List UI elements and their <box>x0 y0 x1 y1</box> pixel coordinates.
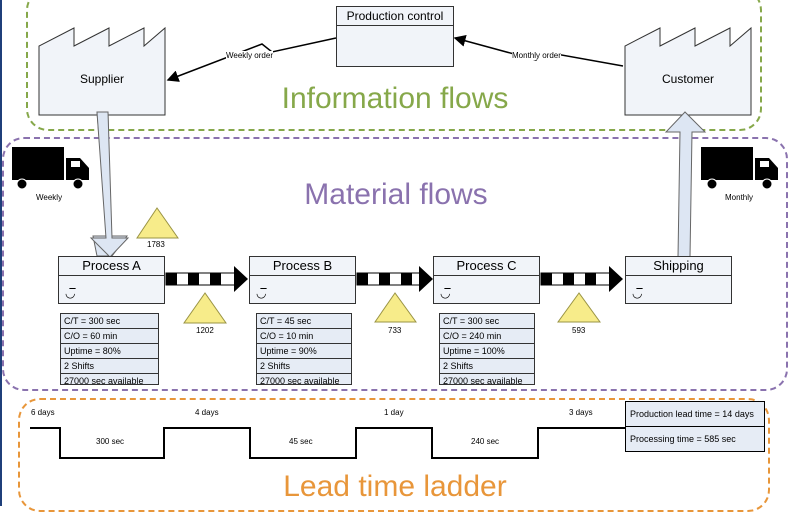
data-box-row: 27000 sec available <box>443 376 523 386</box>
monthly-delivery-label: Monthly <box>725 193 754 202</box>
ladder-wait-3: 1 day <box>384 408 404 417</box>
data-box-row: Uptime = 90% <box>257 344 351 359</box>
lead-time-ladder-title: Lead time ladder <box>283 470 507 503</box>
information-flows-region <box>26 0 762 131</box>
ladder-wait-2: 4 days <box>195 408 219 417</box>
customer-factory-icon <box>624 26 752 116</box>
lead-time-summary-box: Production lead time = 14 days Processin… <box>625 401 765 452</box>
data-box-row: C/T = 45 sec <box>257 314 351 329</box>
process-box-c: Process C ◡̅ <box>433 256 540 304</box>
ladder-wait-4: 3 days <box>569 408 593 417</box>
truck-right-icon <box>701 147 778 190</box>
push-arrow-b-c <box>356 266 433 292</box>
inventory-label-ab: 1202 <box>196 326 214 335</box>
process-name-a: Process A <box>59 257 164 276</box>
supplier-label: Supplier <box>79 72 125 86</box>
data-box-row: C/O = 60 min <box>61 329 158 344</box>
inventory-triangle-supplier <box>136 207 179 239</box>
inventory-label-c-shipping: 593 <box>572 326 586 335</box>
ladder-processing-2: 45 sec <box>289 437 313 446</box>
data-box-row: 2 Shifts <box>440 359 534 374</box>
lead-time-ladder-line <box>30 427 626 459</box>
customer-label: Customer <box>661 72 714 86</box>
inventory-triangle-ab <box>183 292 227 324</box>
data-box-row: 2 Shifts <box>257 359 351 374</box>
operator-icon: ◡̅ <box>256 286 267 300</box>
production-lead-time: Production lead time = 14 days <box>630 409 754 419</box>
data-box-c: C/T = 300 sec C/O = 240 min Uptime = 100… <box>439 313 535 386</box>
data-box-row: 27000 sec available <box>64 376 144 386</box>
production-control-label: Production control <box>337 7 453 26</box>
inventory-triangle-bc <box>374 292 417 323</box>
information-flows-title: Information flows <box>281 82 509 115</box>
push-arrow-a-b <box>165 266 248 292</box>
truck-left-icon <box>12 147 89 190</box>
data-box-row: 2 Shifts <box>61 359 158 374</box>
data-box-row: Uptime = 100% <box>440 344 534 359</box>
process-name-c: Process C <box>434 257 539 276</box>
data-box-row: C/O = 10 min <box>257 329 351 344</box>
ladder-processing-3: 240 sec <box>471 437 500 446</box>
supplier-factory-icon <box>38 26 166 116</box>
process-box-b: Process B ◡̅ <box>249 256 356 304</box>
operator-icon: ◡̅ <box>65 286 76 300</box>
inventory-label-supplier: 1783 <box>147 240 165 249</box>
left-edge-line <box>0 0 2 506</box>
data-box-row: 27000 sec available <box>260 376 340 386</box>
weekly-order-label: Weekly order <box>226 51 273 60</box>
supplier-shipment-arrow <box>89 111 130 258</box>
shipping-box: Shipping ◡̅ <box>625 256 732 304</box>
operator-icon: ◡̅ <box>632 286 643 300</box>
ladder-wait-1: 6 days <box>31 408 55 417</box>
operator-icon: ◡̅ <box>440 286 451 300</box>
data-box-row: C/O = 240 min <box>440 329 534 344</box>
data-box-row: Uptime = 80% <box>61 344 158 359</box>
inventory-label-bc: 733 <box>388 326 402 335</box>
monthly-order-label: Monthly order <box>512 51 561 60</box>
push-arrow-c-shipping <box>540 266 623 292</box>
process-box-a: Process A ◡̅ <box>58 256 165 304</box>
material-flows-title: Material flows <box>304 178 488 211</box>
process-name-b: Process B <box>250 257 355 276</box>
weekly-order-arrow <box>166 37 337 82</box>
shipping-name: Shipping <box>626 257 731 276</box>
data-box-b: C/T = 45 sec C/O = 10 min Uptime = 90% 2… <box>256 313 352 386</box>
customer-shipment-arrow <box>664 111 707 258</box>
weekly-delivery-label: Weekly <box>36 193 63 202</box>
production-control-box: Production control <box>336 6 454 67</box>
processing-time: Processing time = 585 sec <box>626 426 764 451</box>
ladder-processing-1: 300 sec <box>96 437 125 446</box>
material-flows-region <box>2 137 788 391</box>
data-box-a: C/T = 300 sec C/O = 60 min Uptime = 80% … <box>60 313 159 386</box>
data-box-row: C/T = 300 sec <box>61 314 158 329</box>
inventory-triangle-c-shipping <box>557 292 601 323</box>
data-box-row: C/T = 300 sec <box>440 314 534 329</box>
